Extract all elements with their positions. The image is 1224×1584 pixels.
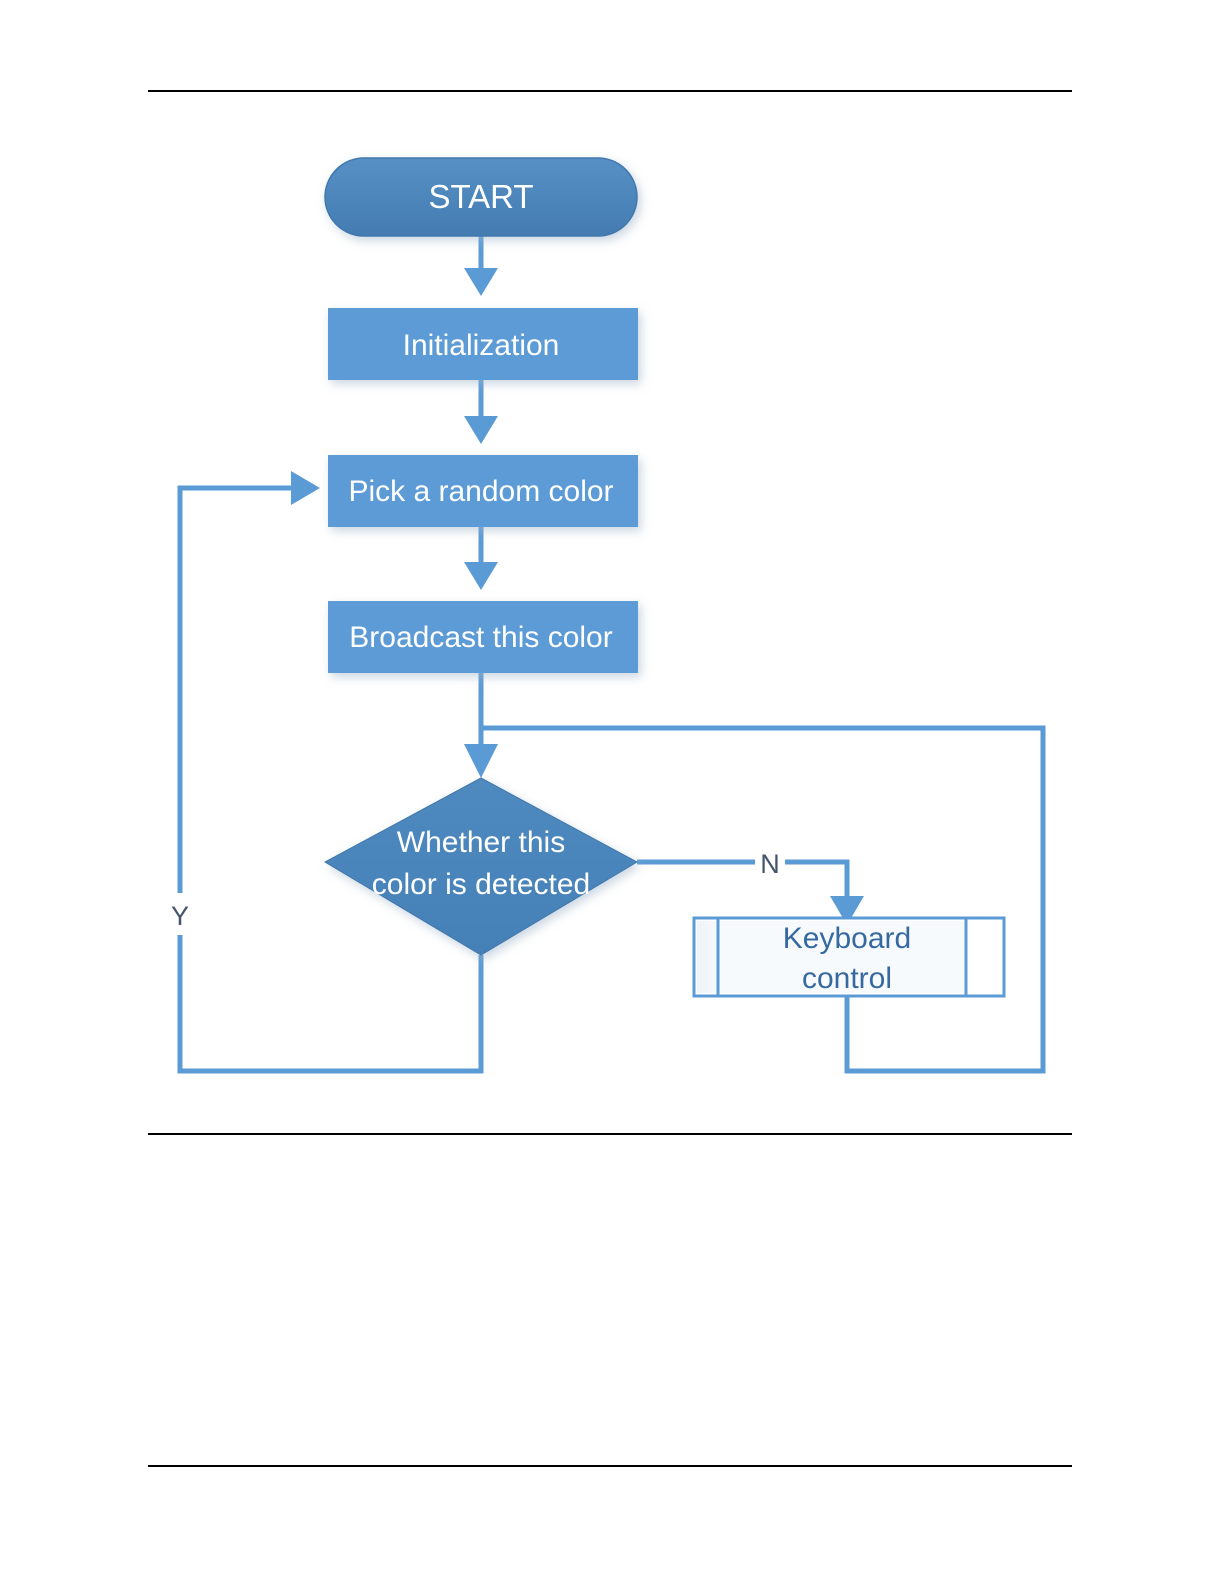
edge-decision-yes-rail: [177, 485, 484, 1074]
node-start[interactable]: START: [324, 157, 638, 237]
node-decision-color-detected[interactable]: Whether this color is detected: [323, 777, 639, 956]
edge-label-no: N: [760, 849, 780, 879]
arrowhead-to-pick-icon: [464, 416, 498, 444]
node-broadcast-color[interactable]: Broadcast this color: [328, 601, 638, 673]
arrowhead-to-decision-icon: [464, 744, 498, 778]
arrowhead-to-pick-loop-icon: [291, 471, 320, 505]
arrowhead-to-broadcast-icon: [464, 562, 498, 590]
node-keyboard-control[interactable]: Keyboard control: [692, 916, 1006, 998]
edge-keyboard-feedback-rail: [481, 725, 1046, 1074]
keyboard-control-label-line2: control: [802, 962, 892, 995]
header-rule: [148, 90, 1072, 92]
decision-label-line1: Whether this: [397, 826, 565, 859]
arrowhead-layer: [291, 268, 864, 925]
footer-rule: [148, 1465, 1072, 1467]
figure-bottom-rule: [148, 1133, 1072, 1135]
initialization-shape[interactable]: [328, 308, 638, 380]
keyboard-control-left-band: [697, 921, 718, 993]
edge-label-yes: Y: [171, 901, 189, 931]
arrowhead-to-init-icon: [464, 268, 498, 296]
edge-label-layer: Y N: [166, 843, 785, 935]
node-pick-random-color[interactable]: Pick a random color: [328, 455, 638, 527]
edge-decision-no-rail: [637, 859, 850, 900]
pick-random-color-shape[interactable]: [328, 455, 638, 527]
broadcast-color-shape[interactable]: [328, 601, 638, 673]
initialization-label: Initialization: [403, 329, 560, 362]
broadcast-color-label: Broadcast this color: [349, 621, 612, 654]
decision-label-line2: color is detected: [372, 868, 590, 901]
pick-random-color-label: Pick a random color: [348, 475, 613, 508]
node-initialization[interactable]: Initialization: [328, 308, 638, 380]
decision-shape[interactable]: [323, 777, 639, 956]
arrowhead-to-keyboard-icon: [830, 896, 864, 925]
no-label-backdrop: [755, 843, 785, 883]
keyboard-control-label-line1: Keyboard: [783, 922, 911, 955]
start-shape[interactable]: [324, 157, 638, 237]
connector-layer: [177, 234, 1046, 1074]
keyboard-control-inner-band: [718, 921, 966, 993]
yes-label-backdrop: [166, 893, 194, 935]
start-label: START: [428, 178, 533, 215]
